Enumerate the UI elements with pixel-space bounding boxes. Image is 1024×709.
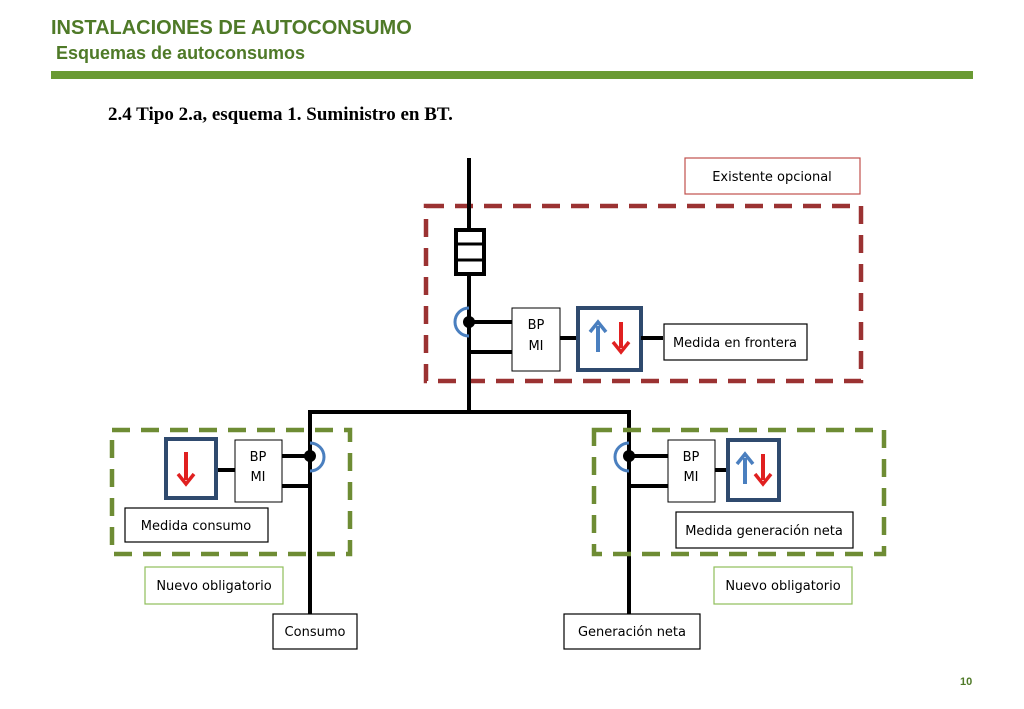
page-number: 10 (960, 676, 973, 688)
left-protection-line1: BP (250, 450, 267, 465)
legend-existing-label: Existente opcional (712, 170, 832, 185)
frontier-meter (576, 306, 643, 372)
load-box: Consumo (272, 613, 358, 650)
legend-existing: Existente opcional (684, 157, 861, 195)
consumption-meter-label: Medida consumo (141, 519, 251, 534)
right-protection-box: BP MI (667, 439, 716, 503)
arrow-down-icon (611, 322, 631, 355)
fuse-symbol (454, 228, 486, 276)
consumption-meter (164, 437, 218, 500)
arrow-up-icon (588, 319, 608, 352)
top-breaker-arc (453, 306, 470, 338)
section-heading: 2.4 Tipo 2.a, esquema 1. Suministro en B… (108, 104, 453, 125)
left-breaker-arc (309, 441, 326, 473)
new-region-left (109, 427, 353, 557)
right-protection-line1: BP (683, 450, 700, 465)
slide-subtitle: Esquemas de autoconsumos (56, 43, 306, 63)
arrow-down-icon (176, 452, 196, 487)
legend-new-right: Nuevo obligatorio (713, 566, 853, 605)
existing-region (423, 203, 864, 384)
left-protection-box: BP MI (234, 439, 283, 503)
legend-new-right-label: Nuevo obligatorio (725, 579, 840, 594)
generation-box: Generación neta (563, 613, 701, 650)
right-breaker-arc (613, 441, 630, 473)
load-label: Consumo (285, 625, 346, 640)
slide-title: INSTALACIONES DE AUTOCONSUMO (51, 17, 412, 39)
header-rule (51, 71, 973, 79)
arrow-up-icon (735, 451, 755, 484)
generation-meter (726, 438, 781, 502)
right-protection-line2: MI (683, 470, 698, 485)
arrow-down-icon (753, 454, 773, 487)
frontier-meter-label-box: Medida en frontera (663, 323, 808, 361)
top-protection-line2: MI (528, 339, 543, 354)
frontier-meter-label: Medida en frontera (673, 336, 797, 351)
legend-new-left: Nuevo obligatorio (144, 566, 284, 605)
legend-new-left-label: Nuevo obligatorio (156, 579, 271, 594)
top-protection-box: BP MI (511, 307, 561, 372)
new-region-right (591, 427, 887, 557)
generation-label: Generación neta (578, 625, 686, 640)
generation-meter-label-box: Medida generación neta (675, 511, 854, 549)
left-protection-line2: MI (250, 470, 265, 485)
top-protection-line1: BP (528, 318, 545, 333)
generation-meter-label: Medida generación neta (685, 524, 843, 539)
consumption-meter-label-box: Medida consumo (124, 507, 269, 543)
